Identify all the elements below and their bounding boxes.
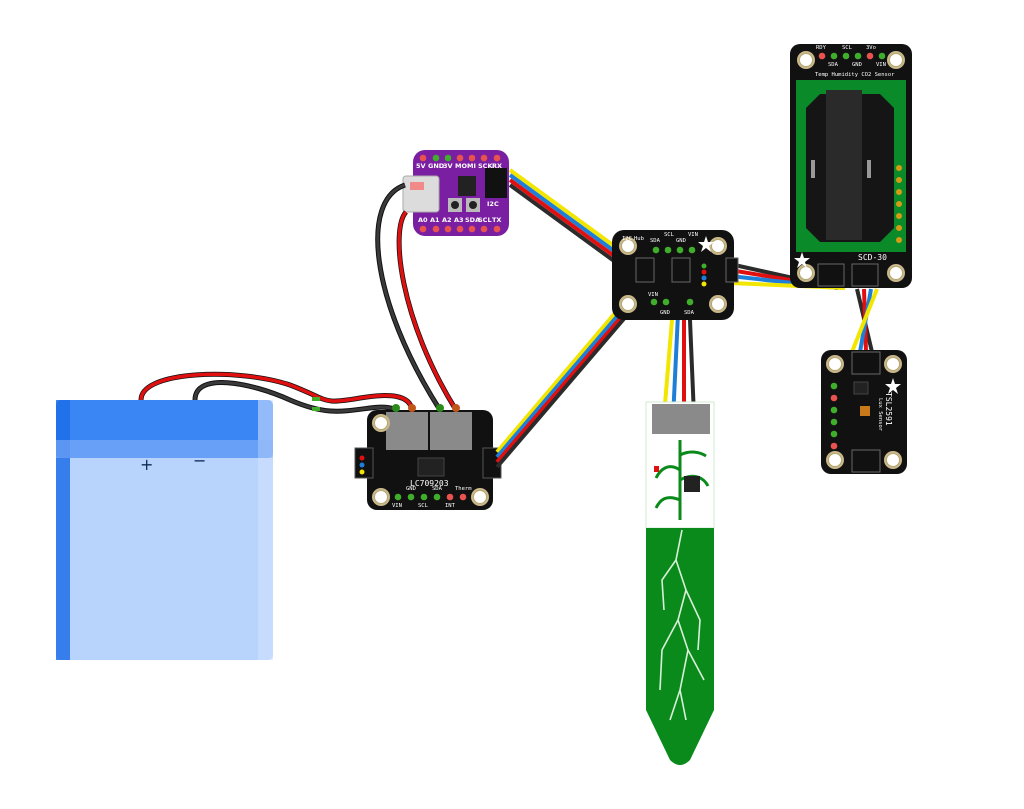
svg-text:3V: 3V — [443, 162, 453, 170]
lc709203-title: LC709203 — [410, 479, 449, 488]
hub-top-pins — [652, 246, 696, 254]
scd30-board[interactable]: VIN 3Vo GND SCL SDA RDY Temp Humidity CO… — [790, 44, 912, 288]
svg-text:INT: INT — [445, 503, 456, 509]
svg-text:VIN: VIN — [876, 62, 886, 68]
scd30-pins — [818, 52, 886, 60]
tsl-stemma-top[interactable] — [851, 351, 881, 375]
svg-text:SDA: SDA — [432, 486, 443, 492]
hub-port-3[interactable] — [725, 257, 739, 283]
qtpy-top-pin-labels: 5V GND 3V MO MI SCK RX — [416, 162, 502, 170]
adafruit-star-icon — [794, 252, 810, 268]
adafruit-star-icon — [885, 378, 901, 394]
svg-text:I2C: I2C — [622, 236, 632, 242]
svg-text:VIN: VIN — [688, 232, 698, 238]
qtpy-top-pins — [419, 154, 501, 162]
jst-battery-connector-1[interactable] — [386, 412, 428, 450]
scd30-stemma-right[interactable] — [851, 263, 879, 287]
i2c-hub-board[interactable]: I2C Hub SDA SCL GND VIN VIN GND SDA — [612, 230, 739, 320]
tsl2591-pins — [830, 382, 838, 450]
svg-text:A2: A2 — [442, 216, 452, 224]
qtpy-power-wires — [375, 182, 459, 412]
qtpy-stemma-connector[interactable] — [485, 168, 507, 198]
svg-text:MI: MI — [467, 162, 476, 170]
svg-text:RDY: RDY — [816, 45, 827, 51]
hub-port-1[interactable] — [635, 257, 655, 283]
scd30-stemma-left[interactable] — [817, 263, 845, 287]
lc-terminal-dots — [392, 404, 460, 412]
soil-probe — [646, 528, 714, 765]
svg-text:GND: GND — [676, 238, 686, 244]
svg-text:RX: RX — [492, 162, 502, 170]
scd30-title: SCD-30 — [858, 253, 887, 262]
svg-text:SCL: SCL — [478, 216, 492, 224]
svg-text:SCL: SCL — [418, 503, 429, 509]
scd30-gold-pads — [896, 165, 902, 243]
battery[interactable]: + − — [56, 400, 273, 660]
svg-text:SCK: SCK — [478, 162, 493, 170]
hub-bottom-pins — [650, 298, 694, 306]
lc709203-pins — [394, 493, 467, 501]
adafruit-star-icon — [698, 236, 714, 252]
qtpy-bottom-pin-labels: A0 A1 A2 A3 SDA SCL TX — [418, 216, 501, 224]
svg-text:SCL: SCL — [664, 232, 675, 238]
light-sensor-chip — [860, 406, 870, 416]
svg-text:GND: GND — [428, 162, 445, 170]
soil-sensor[interactable] — [645, 401, 715, 765]
qtpy-i2c-label: I2C — [487, 200, 499, 208]
svg-text:TX: TX — [492, 216, 501, 224]
svg-text:VIN: VIN — [648, 292, 658, 298]
svg-text:A0: A0 — [418, 216, 428, 224]
svg-text:MO: MO — [455, 162, 467, 170]
svg-text:GND: GND — [660, 310, 670, 316]
svg-text:3Vo: 3Vo — [866, 45, 876, 51]
root-graphic — [659, 529, 705, 721]
svg-text:GND: GND — [852, 62, 862, 68]
tsl2591-subtitle: Lux Sensor — [877, 398, 883, 432]
svg-text:A3: A3 — [454, 216, 464, 224]
tsl-stemma-bottom[interactable] — [851, 449, 881, 473]
battery-red-wire — [139, 372, 414, 411]
svg-text:SCL: SCL — [842, 45, 853, 51]
qtpy-black-wire — [376, 183, 442, 411]
battery-body — [56, 400, 273, 660]
svg-text:SDA: SDA — [650, 238, 661, 244]
qtpy-bottom-pins — [419, 225, 501, 233]
svg-text:SDA: SDA — [828, 62, 839, 68]
scd30-subtitle: Temp Humidity CO2 Sensor — [815, 72, 895, 78]
svg-text:VIN: VIN — [392, 503, 402, 509]
battery-plus-label: + — [140, 455, 153, 474]
soil-stemma-connector[interactable] — [652, 404, 710, 434]
battery-left-edge — [56, 400, 70, 660]
tsl2591-board[interactable]: TSL2591 Lux Sensor — [821, 350, 907, 474]
cable-scd30-to-tsl2591 — [850, 288, 879, 353]
svg-text:A1: A1 — [430, 216, 440, 224]
qtpy-red-wire — [397, 210, 458, 411]
svg-text:SDA: SDA — [684, 310, 695, 316]
tsl2591-title: TSL2591 — [884, 392, 893, 426]
battery-minus-label: − — [193, 451, 206, 470]
battery-right-edge — [258, 400, 273, 660]
qtpy-board[interactable]: 5V GND 3V MO MI SCK RX A0 A1 A2 A3 SDA S… — [402, 150, 509, 236]
lc709203-board[interactable]: LC709203 VIN GND SCL SDA INT Therm — [354, 410, 502, 510]
battery-leads — [138, 371, 415, 414]
svg-text:Therm: Therm — [455, 486, 472, 492]
svg-text:5V: 5V — [416, 162, 426, 170]
lc-stemma-left[interactable] — [354, 447, 374, 479]
svg-text:SDA: SDA — [465, 216, 480, 224]
hub-port-2[interactable] — [671, 257, 691, 283]
jst-battery-connector-2[interactable] — [430, 412, 472, 450]
svg-text:Hub: Hub — [634, 236, 644, 242]
usb-c-connector[interactable] — [402, 175, 440, 213]
svg-text:GND: GND — [406, 486, 416, 492]
